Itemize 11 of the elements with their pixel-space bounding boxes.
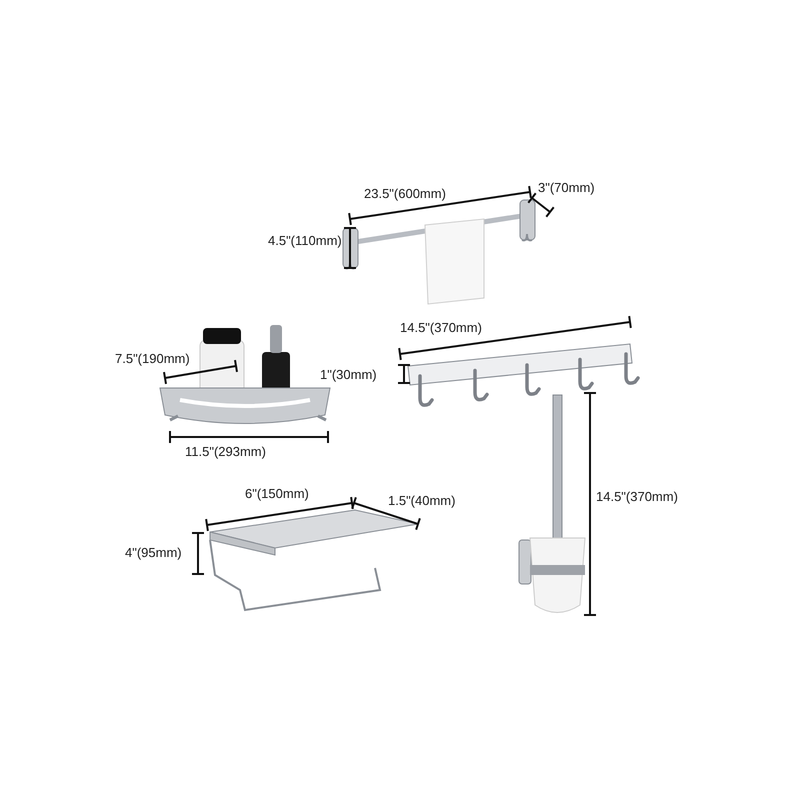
dimension-label: 23.5"(600mm) xyxy=(364,186,446,201)
dimension-label: 3"(70mm) xyxy=(538,180,595,195)
dimension-label: 6"(150mm) xyxy=(245,486,309,501)
dimension-label: 1.5"(40mm) xyxy=(388,493,456,508)
dimension-label: 14.5"(370mm) xyxy=(596,489,678,504)
dimension-label: 4"(95mm) xyxy=(125,545,182,560)
dimension-label: 14.5"(370mm) xyxy=(400,320,482,335)
dimension-label: 11.5"(293mm) xyxy=(185,444,266,459)
dimension-label: 1"(30mm) xyxy=(320,367,377,382)
dimension-label: 7.5"(190mm) xyxy=(115,351,190,366)
dimension-label: 4.5"(110mm) xyxy=(268,233,342,248)
